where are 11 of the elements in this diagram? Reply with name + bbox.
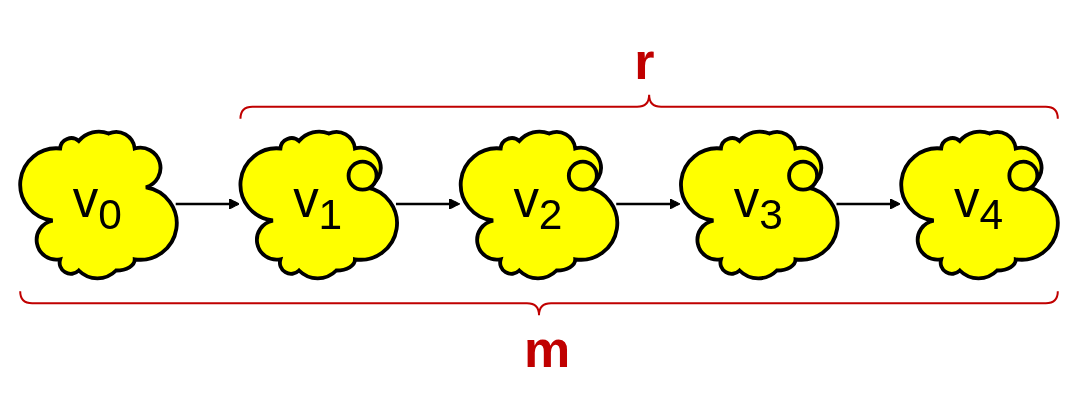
arrow <box>395 198 461 210</box>
brace-label: m <box>524 323 571 376</box>
cloud-node: v$_{0}$ <box>18 129 179 281</box>
arrow <box>175 198 240 210</box>
brace-label: r <box>634 34 655 87</box>
cloud-node: v$_{4}$ <box>899 129 1060 281</box>
arrow <box>836 198 901 210</box>
cloud-node: v$_{3}$ <box>679 129 840 281</box>
arrow <box>616 198 681 210</box>
cloud-node: v$_{2}$ <box>458 129 620 281</box>
cloud-node: v$_{1}$ <box>238 129 399 281</box>
